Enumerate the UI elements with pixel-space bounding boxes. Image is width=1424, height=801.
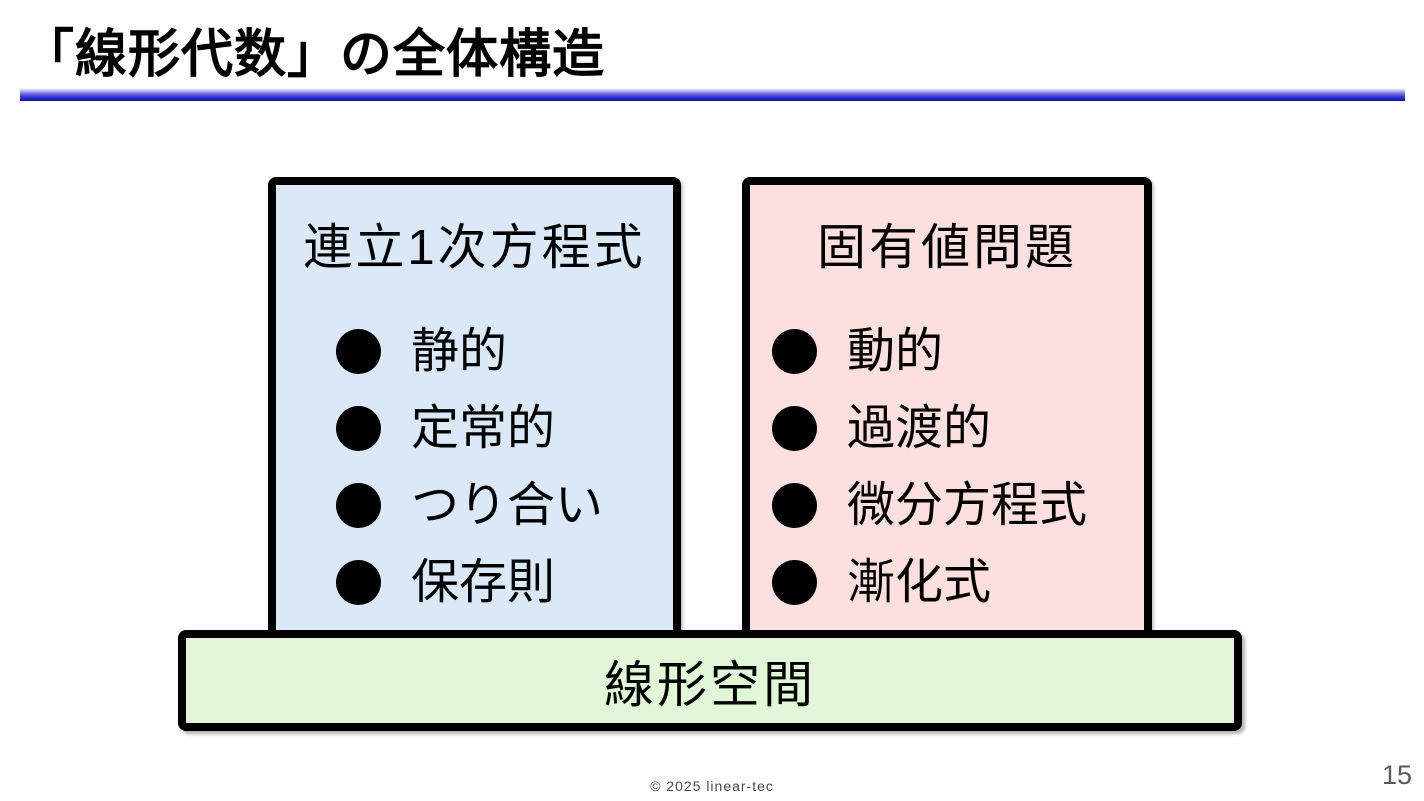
- bullet-label: 定常的: [411, 401, 556, 455]
- bullet-dot-icon: [336, 329, 381, 375]
- bullet-dot-icon: [336, 483, 381, 529]
- title-underline-rule: [20, 88, 1405, 101]
- bullet-item: 漸化式: [772, 555, 1144, 609]
- bullet-dot-icon: [772, 329, 817, 375]
- base-concept-box: 線形空間: [178, 630, 1242, 731]
- bullet-item: 微分方程式: [772, 478, 1144, 532]
- bullet-dot-icon: [336, 560, 381, 606]
- bullet-label: 漸化式: [847, 555, 992, 609]
- left-bullet-list: 静的 定常的 つり合い 保存則: [276, 324, 673, 609]
- base-box-title: 線形空間: [604, 656, 816, 713]
- bullet-item: 定常的: [336, 401, 673, 455]
- right-bullet-list: 動的 過渡的 微分方程式 漸化式: [750, 324, 1144, 609]
- bullet-label: つり合い: [411, 478, 604, 532]
- bullet-item: 過渡的: [772, 401, 1144, 455]
- bullet-dot-icon: [772, 483, 817, 529]
- page-number: 15: [1381, 760, 1412, 790]
- right-box-title: 固有値問題: [816, 221, 1077, 275]
- bullet-label: 静的: [411, 324, 508, 378]
- right-concept-box: 固有値問題 動的 過渡的 微分方程式 漸化式: [742, 177, 1152, 655]
- bullet-item: 動的: [772, 324, 1144, 378]
- footer-copyright: © 2025 linear-tec: [650, 778, 774, 794]
- bullet-label: 動的: [847, 324, 944, 378]
- left-concept-box: 連立1次方程式 静的 定常的 つり合い 保存則: [268, 177, 681, 655]
- bullet-label: 微分方程式: [847, 478, 1088, 532]
- bullet-dot-icon: [336, 406, 381, 452]
- bullet-item: 保存則: [336, 555, 673, 609]
- bullet-item: つり合い: [336, 478, 673, 532]
- bullet-item: 静的: [336, 324, 673, 378]
- bullet-label: 過渡的: [847, 401, 992, 455]
- page-title: 「線形代数」の全体構造: [22, 26, 606, 84]
- left-box-title: 連立1次方程式: [303, 221, 646, 275]
- bullet-label: 保存則: [411, 555, 556, 609]
- bullet-dot-icon: [772, 560, 817, 606]
- bullet-dot-icon: [772, 406, 817, 452]
